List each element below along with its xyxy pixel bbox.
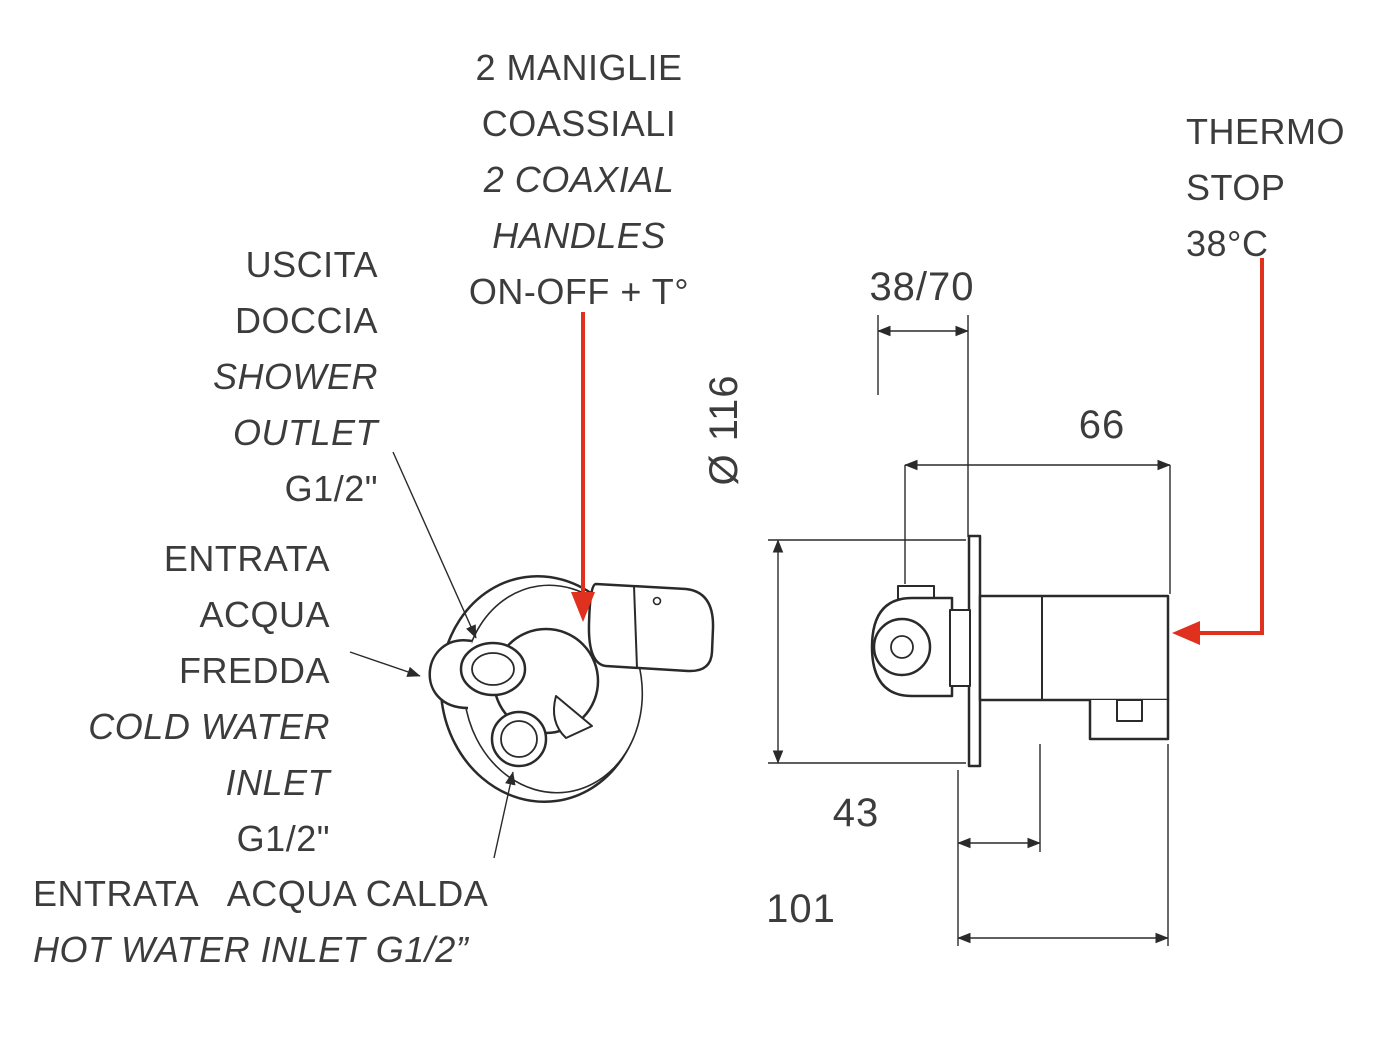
label-line: COLD WATER [88,706,330,747]
label-line: FREDDA [178,650,330,691]
hot-inlet-port-inner [500,720,538,758]
bottom-port [1116,699,1143,722]
dimension-value-plate-diameter: Ø 116 [702,375,746,486]
hot-water-inlet-label: ENTRATA ACQUA CALDA HOT WATER INLET G1/2… [33,866,653,978]
dimension-diameter-116: Ø 116 [702,375,966,764]
knob-neck [949,609,971,687]
dimension-value-inlet-offset: 43 [833,791,880,835]
label-line: ON-OFF + T° [468,271,690,312]
knob-face-inner [890,635,914,659]
thermo-red-arrow-line [1196,258,1264,635]
label-line: 38°C [1186,223,1269,264]
label-line: HOT WATER INLET G1/2” [33,929,469,970]
coaxial-handle-front [587,582,715,673]
label-line: G1/2" [284,468,378,509]
hot-inlet-leader-line [493,771,516,859]
cold-inlet-leader-line [349,651,421,677]
dimension-value-handle-width: 38/70 [869,265,974,309]
side-view-drawing [870,534,1170,768]
label-line: INLET [225,762,330,803]
dimension-43: 43 [833,744,1041,852]
label-line: SHOWER [213,356,378,397]
shower-outlet-port-inner [471,652,515,686]
cold-water-inlet-label: ENTRATA ACQUA FREDDA COLD WATER INLET G1… [38,531,330,867]
label-line: THERMO [1186,111,1345,152]
thermo-red-arrow-head [1172,621,1200,645]
shower-outlet-label: USCITA DOCCIA SHOWER OUTLET G1/2" [128,237,378,517]
front-view-drawing [428,574,715,804]
label-line: G1/2" [236,818,330,859]
handles-red-arrow-head [571,592,595,622]
cold-inlet-elbow [428,639,473,710]
red-callout-arrows [571,258,1264,645]
label-line: COASSIALI [481,103,677,144]
dimension-101: 101 [766,744,1169,946]
dimension-value-total-depth: 101 [766,887,836,931]
thermo-stop-label: THERMO STOP 38°C [1186,104,1386,272]
label-line: ACQUA [199,594,330,635]
valve-body-side [978,594,1170,702]
label-line: 2 MANIGLIE [475,47,683,88]
label-line: OUTLET [232,412,378,453]
handle-screw [652,596,662,606]
label-line: ENTRATA ACQUA CALDA [33,873,489,914]
handle-divider-line [633,585,638,669]
label-line: ENTRATA [163,538,330,579]
label-line: STOP [1186,167,1286,208]
dimension-value-body-depth: 66 [1079,403,1126,447]
dimension-38-70: 38/70 [869,265,974,537]
label-line: DOCCIA [234,300,378,341]
dimension-66: 66 [904,403,1171,594]
hub-lever [553,695,593,739]
label-line: 2 COAXIAL [483,159,675,200]
label-line: HANDLES [492,215,666,256]
leader-lines [349,451,516,859]
shower-outlet-leader-line [392,451,477,639]
label-line: USCITA [245,244,378,285]
coaxial-handles-label: 2 MANIGLIE COASSIALI 2 COAXIAL HANDLES O… [413,40,745,320]
